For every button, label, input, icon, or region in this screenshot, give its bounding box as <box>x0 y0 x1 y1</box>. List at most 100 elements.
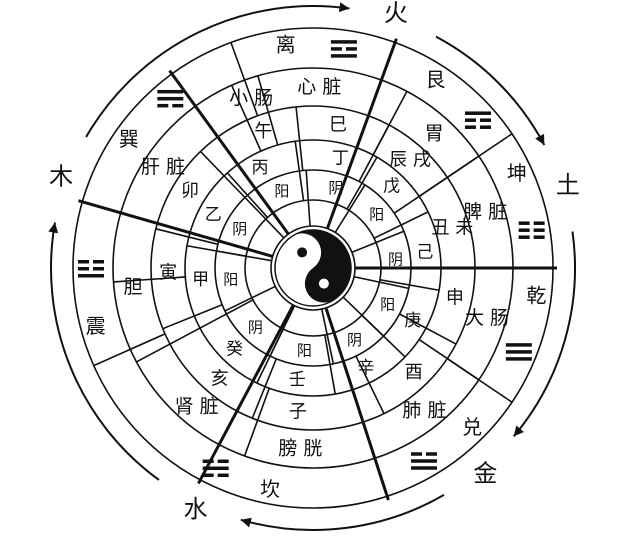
organ-label: 胃 <box>425 122 444 144</box>
organ-label: 大 肠 <box>465 307 509 329</box>
sector-dividers <box>78 38 557 501</box>
divider-line <box>199 299 254 329</box>
trigram-name: 巽 <box>119 127 139 151</box>
earthly-branch-label: 巳 <box>329 115 347 136</box>
trigram-broken-line <box>217 459 229 464</box>
yin-yang-label: 阴 <box>248 319 263 337</box>
heavenly-stem-label: 庚 <box>404 311 421 331</box>
trigram-broken-line <box>330 47 342 51</box>
trigram-solid-line <box>202 466 229 471</box>
divider-line <box>243 388 270 457</box>
trigram-broken-line <box>533 221 545 225</box>
divider-line <box>305 170 311 227</box>
trigram-icon <box>464 111 491 129</box>
trigram-solid-line <box>464 111 491 115</box>
arrow-head <box>48 222 59 234</box>
trigram-broken-line <box>78 267 89 271</box>
divider-line <box>295 106 304 171</box>
trigram-broken-line <box>172 103 184 108</box>
cycle-arc <box>435 35 546 146</box>
yin-yang-label: 阳 <box>380 295 395 313</box>
yin-yang-label: 阳 <box>274 182 289 200</box>
trigram-solid-line <box>157 89 184 94</box>
divider-line <box>320 308 335 365</box>
cycle-arc <box>512 231 576 438</box>
trigram-name: 离 <box>276 33 296 57</box>
trigram-broken-line <box>93 267 104 271</box>
organ-label: 肝 脏 <box>141 156 185 178</box>
trigram-broken-line <box>202 473 214 478</box>
arrow-head <box>513 425 524 437</box>
trigram-icon <box>518 221 545 239</box>
trigram-broken-line <box>479 118 491 122</box>
yin-half <box>291 230 351 303</box>
divider-line <box>224 285 276 312</box>
trigram-broken-line <box>426 452 437 456</box>
trigram-broken-line <box>78 260 89 264</box>
trigram-solid-line <box>78 274 104 278</box>
element-label: 水 <box>184 495 208 523</box>
divider-line <box>334 184 366 233</box>
divider-line <box>351 230 405 254</box>
divider-line <box>230 42 259 117</box>
divider-line <box>113 276 186 283</box>
earthly-branch-label: 辰 戌 <box>389 150 431 171</box>
element-label: 火 <box>384 0 408 27</box>
trigram-solid-line <box>157 96 184 101</box>
heavenly-stem-label: 戊 <box>383 177 400 197</box>
divider-line <box>269 305 296 357</box>
divider-line <box>346 156 378 210</box>
trigram-icon <box>505 343 532 361</box>
divider-line <box>199 150 246 199</box>
yin-yang-label: 阳 <box>297 342 312 360</box>
divider-line <box>168 69 290 235</box>
heavenly-stem-label: 壬 <box>289 370 306 390</box>
organ-label: 肾 脏 <box>175 396 219 418</box>
trigram-icon <box>330 40 357 58</box>
divider-line <box>373 211 429 239</box>
trigram-broken-line <box>518 221 530 225</box>
trigram-solid-line <box>330 54 357 58</box>
divider-line <box>393 176 448 214</box>
cycle-arc <box>85 5 350 138</box>
arrow-head <box>535 133 545 145</box>
yin-yang-label: 阴 <box>388 250 403 268</box>
trigram-name: 兑 <box>462 415 482 439</box>
earthly-branch-label: 亥 <box>211 369 229 390</box>
earthly-branch-label: 酉 <box>405 362 423 383</box>
divider-line <box>244 196 285 239</box>
earthly-branch-label: 卯 <box>181 181 199 202</box>
heavenly-stem-label: 辛 <box>358 358 375 378</box>
yin-dot <box>297 247 308 258</box>
trigram-solid-line <box>411 459 437 463</box>
yin-yang-symbol <box>274 229 352 307</box>
heavenly-stem-label: 癸 <box>226 339 243 359</box>
element-label: 土 <box>556 171 580 199</box>
cycle-arc <box>240 494 445 531</box>
trigram-name: 坤 <box>507 161 527 185</box>
organ-label: 膀 胱 <box>278 438 322 460</box>
divider-line <box>379 279 440 292</box>
cycle-arrows <box>48 2 576 531</box>
divider-line <box>353 275 410 290</box>
yin-yang-label: 阴 <box>232 220 247 238</box>
arrow-head <box>338 2 350 13</box>
divider-line <box>155 228 219 246</box>
trigram-broken-line <box>464 118 476 122</box>
earthly-branch-label: 寅 <box>159 263 177 284</box>
divider-line <box>226 172 269 219</box>
heavenly-stem-label: 己 <box>416 242 433 262</box>
heavenly-stem-label: 丁 <box>332 148 349 168</box>
divider-line <box>216 250 272 262</box>
yin-yang-label: 阴 <box>328 179 343 197</box>
organ-label: 胆 <box>123 276 142 298</box>
divider-line <box>230 84 262 152</box>
trigram-broken-line <box>464 125 476 129</box>
divider-line <box>294 141 305 201</box>
trigram-icon <box>157 89 184 108</box>
trigram-solid-line <box>505 357 532 361</box>
element-label: 金 <box>473 459 497 487</box>
element-label: 木 <box>49 162 73 190</box>
organ-label: 肺 脏 <box>402 400 446 422</box>
